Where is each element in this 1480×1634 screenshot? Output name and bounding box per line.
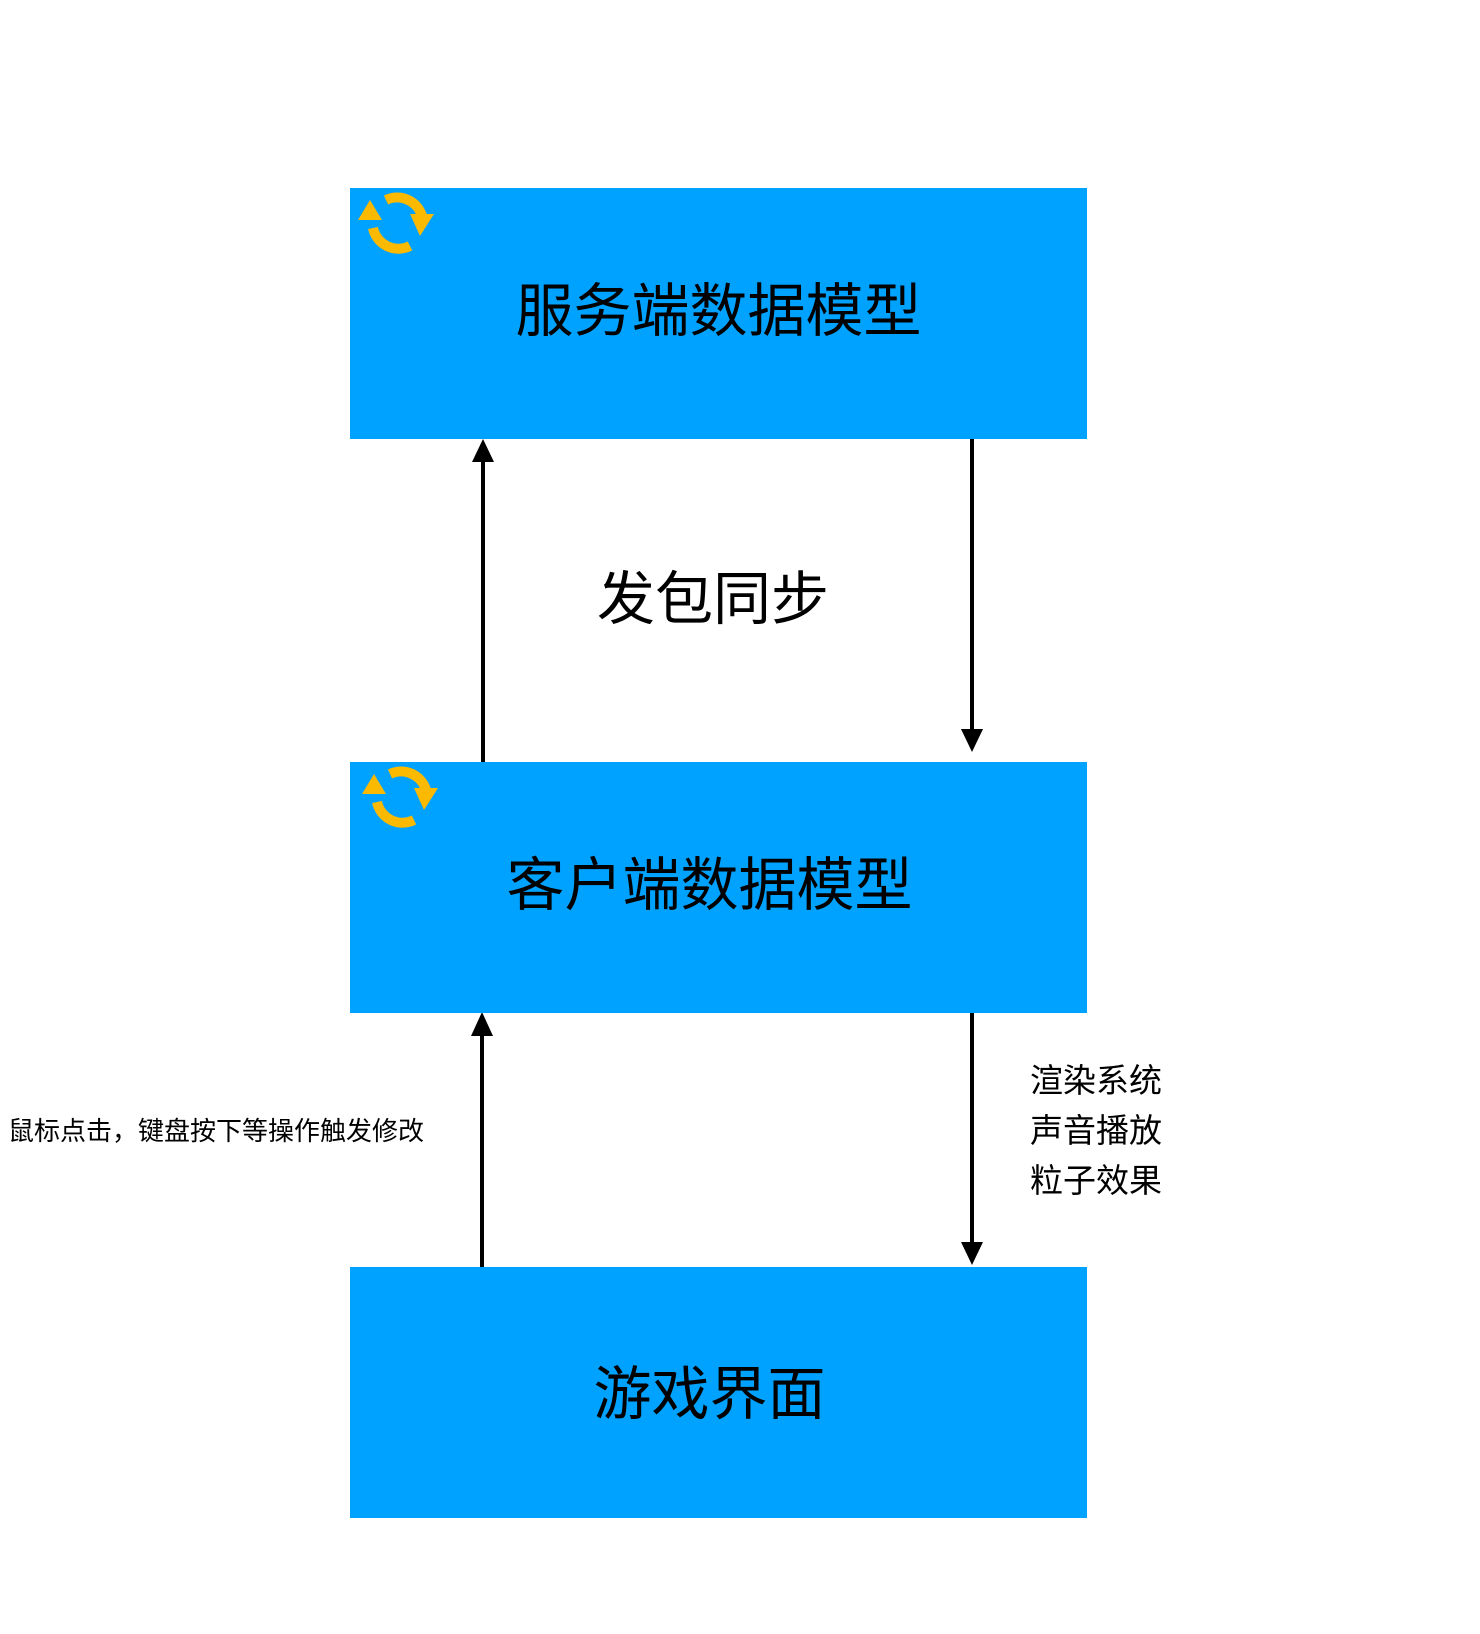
sync-packet-label: 发包同步	[597, 565, 830, 633]
output-effects-label: 渲染系统 声音播放 粒子效果	[1030, 1056, 1162, 1206]
client-data-model-box: 客户端数据模型	[350, 762, 1087, 1013]
output-line: 粒子效果	[1030, 1161, 1162, 1200]
input-trigger-label: 鼠标点击，键盘按下等操作触发修改	[8, 1117, 425, 1147]
server-data-model-box: 服务端数据模型	[350, 188, 1087, 439]
output-line: 声音播放	[1030, 1111, 1162, 1150]
server-data-model-label: 服务端数据模型	[515, 277, 922, 345]
sync-icon	[358, 192, 434, 254]
arrow-server-to-client	[961, 439, 983, 752]
game-ui-box: 游戏界面	[350, 1267, 1087, 1518]
arrow-client-to-server	[472, 439, 494, 762]
client-data-model-label: 客户端数据模型	[506, 851, 913, 919]
output-line: 渲染系统	[1030, 1061, 1162, 1100]
game-ui-label: 游戏界面	[593, 1360, 826, 1428]
arrow-client-to-ui	[961, 1012, 983, 1265]
sync-icon	[362, 766, 438, 828]
arrow-ui-to-client	[471, 1012, 493, 1267]
